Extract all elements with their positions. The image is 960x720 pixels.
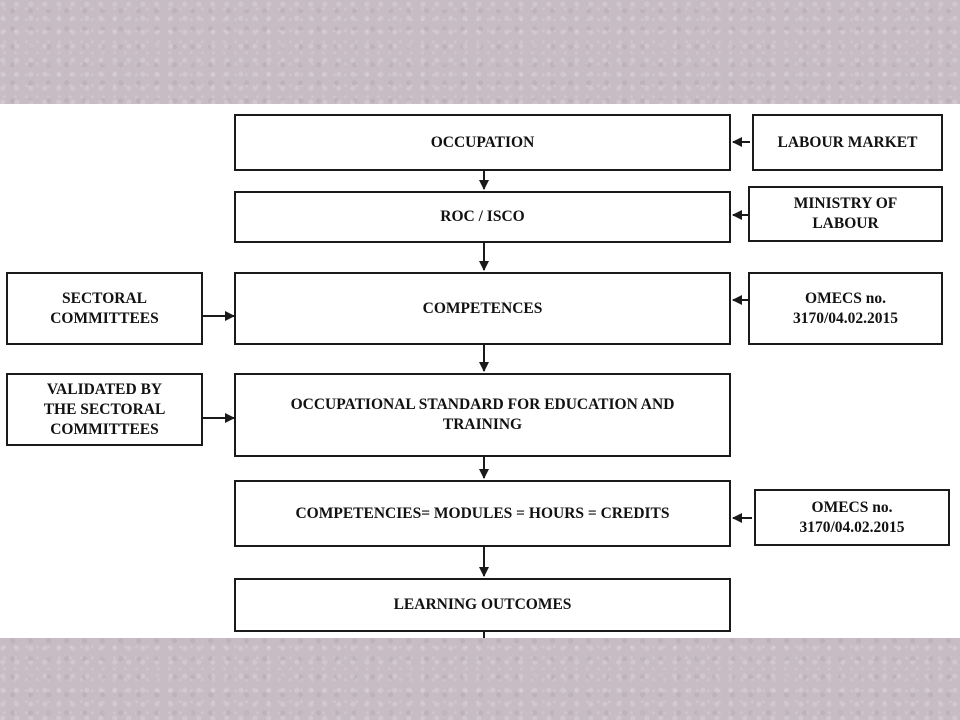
occupational-standard-box: OCCUPATIONAL STANDARD FOR EDUCATION AND … <box>234 373 731 457</box>
competences-box: COMPETENCES <box>234 272 731 345</box>
top-decorative-band <box>0 0 960 104</box>
connector-arrows <box>203 137 752 638</box>
validated-by-box: VALIDATED BY THE SECTORAL COMMITTEES <box>6 373 203 446</box>
labour-market-box: LABOUR MARKET <box>752 114 943 171</box>
omecs-box-1: OMECS no. 3170/04.02.2015 <box>748 272 943 345</box>
sectoral-committees-box: SECTORAL COMMITTEES <box>6 272 203 345</box>
occupation-box: OCCUPATION <box>234 114 731 171</box>
diagram-canvas: OCCUPATION ROC / ISCO COMPETENCES OCCUPA… <box>0 104 960 638</box>
ministry-of-labour-box: MINISTRY OF LABOUR <box>748 186 943 242</box>
learning-outcomes-box: LEARNING OUTCOMES <box>234 578 731 632</box>
bottom-decorative-band <box>0 638 960 720</box>
roc-isco-box: ROC / ISCO <box>234 191 731 243</box>
competencies-modules-box: COMPETENCIES= MODULES = HOURS = CREDITS <box>234 480 731 547</box>
omecs-box-2: OMECS no. 3170/04.02.2015 <box>754 489 950 546</box>
